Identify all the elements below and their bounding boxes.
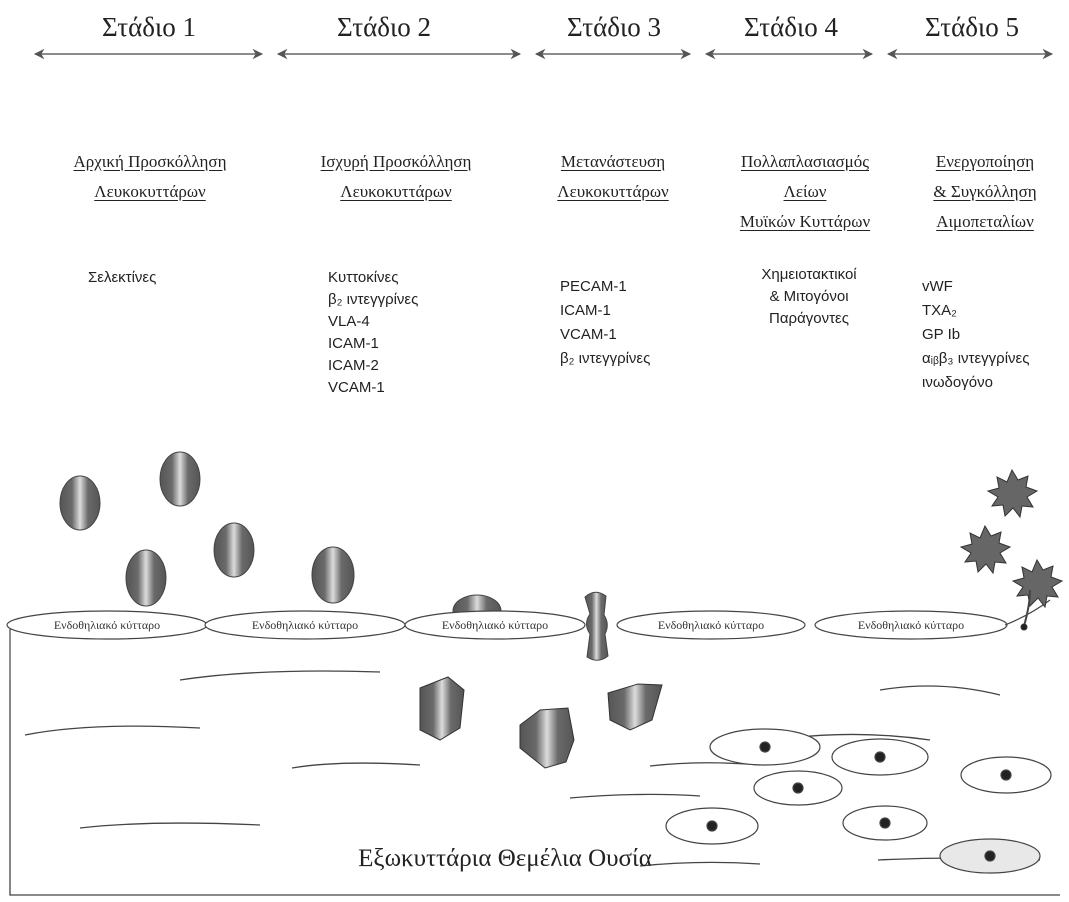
endothelial-cell-label: Ενδοθηλιακό κύτταρο: [54, 618, 160, 632]
macrophage: [420, 677, 464, 740]
leukocyte: [312, 547, 354, 603]
endothelial-cell-label: Ενδοθηλιακό κύτταρο: [658, 618, 764, 632]
endothelial-cell-label: Ενδοθηλιακό κύτταρο: [858, 618, 964, 632]
platelet: [1013, 560, 1062, 607]
leukocyte: [60, 476, 100, 530]
endothelial-cell-label: Ενδοθηλιακό κύτταρο: [442, 618, 548, 632]
leukocyte-transmigrating: [585, 592, 608, 660]
extracellular-matrix-label: Εξωκυττάρια Θεμέλια Ουσία: [0, 845, 1010, 873]
endothelium: Ενδοθηλιακό κύτταρο Ενδοθηλιακό κύτταρο …: [7, 600, 1050, 680]
leukocyte: [160, 452, 200, 506]
endothelial-cell-label: Ενδοθηλιακό κύτταρο: [252, 618, 358, 632]
platelets: [961, 470, 1062, 630]
leukocyte: [126, 550, 166, 606]
leukocyte: [214, 523, 254, 577]
macrophage: [520, 708, 574, 768]
migrated-cells: [420, 677, 662, 768]
platelet: [961, 526, 1010, 573]
macrophage: [608, 684, 662, 730]
platelet: [988, 470, 1037, 517]
